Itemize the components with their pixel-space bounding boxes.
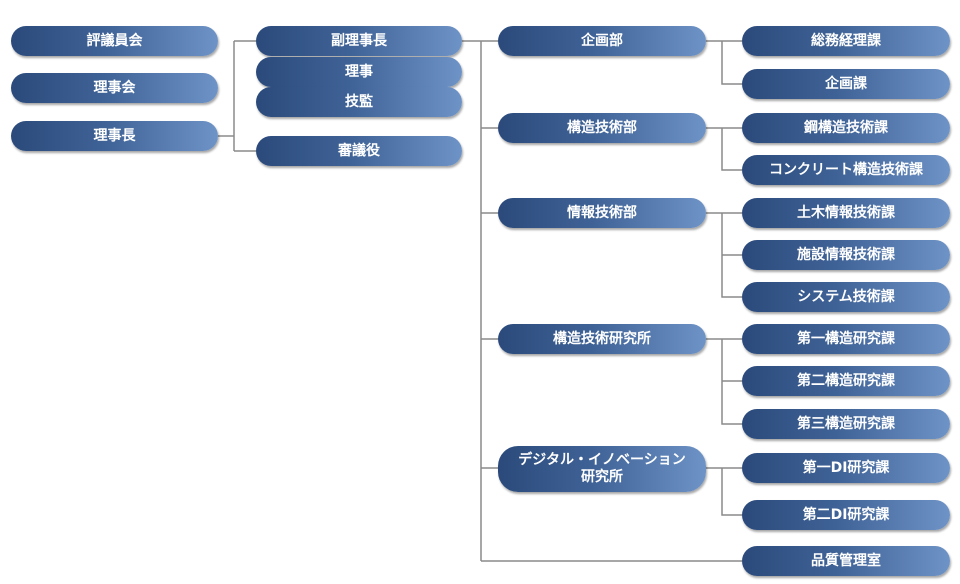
section-daiichi-kozo-box: 第一構造研究課	[742, 324, 950, 354]
section-somu-keiri-box: 総務経理課	[742, 26, 950, 56]
riji-box: 理事	[256, 57, 462, 87]
dept-digital-innovation-box: デジタル・イノベーション 研究所	[498, 446, 706, 492]
dept-digital-innovation-line2: 研究所	[581, 469, 623, 485]
dept-kozo-kenkyusho-box: 構造技術研究所	[498, 324, 706, 354]
section-daini-di-box: 第二DI研究課	[742, 500, 950, 530]
section-daisan-kozo-box: 第三構造研究課	[742, 409, 950, 439]
section-daiichi-di-box: 第一DI研究課	[742, 453, 950, 483]
section-system-gijutsu-box: システム技術課	[742, 282, 950, 312]
section-daini-kozo-box: 第二構造研究課	[742, 366, 950, 396]
hyogiinkai-box: 評議員会	[11, 26, 218, 56]
dept-kikakubu-box: 企画部	[498, 26, 706, 56]
section-kou-kozo-box: 鋼構造技術課	[742, 113, 950, 143]
section-kikakuka-box: 企画課	[742, 69, 950, 99]
dept-digital-innovation-line1: デジタル・イノベーション	[518, 451, 686, 468]
dept-joho-gijutsubu-box: 情報技術部	[498, 198, 706, 228]
quality-office-box: 品質管理室	[742, 546, 950, 576]
kansa-box: 技監	[256, 87, 462, 117]
section-shisetsu-joho-box: 施設情報技術課	[742, 240, 950, 270]
section-doboku-joho-box: 土木情報技術課	[742, 198, 950, 228]
section-concrete-kozo-box: コンクリート構造技術課	[742, 155, 950, 185]
rijikai-box: 理事会	[11, 73, 218, 103]
shingiyaku-box: 審議役	[256, 136, 462, 166]
richo-box: 理事長	[11, 121, 218, 151]
fukurijicho-box: 副理事長	[256, 26, 462, 56]
dept-kozo-gijutsubu-box: 構造技術部	[498, 113, 706, 143]
